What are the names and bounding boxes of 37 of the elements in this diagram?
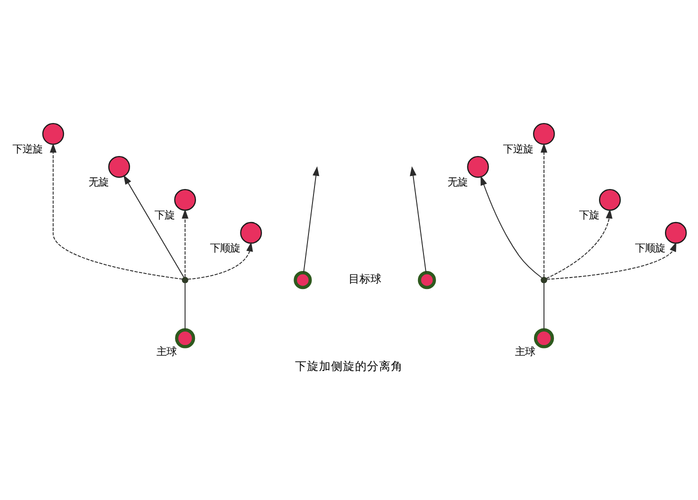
node-label: 下顺旋 — [635, 242, 665, 254]
node-label: 无旋 — [447, 176, 468, 189]
label: 目标球 — [348, 272, 382, 286]
node-circle — [533, 123, 555, 145]
node-circle — [240, 222, 262, 244]
node-circle — [42, 123, 64, 145]
node-label: 下旋 — [579, 210, 600, 222]
node-circle — [294, 271, 312, 290]
node-label: 下旋 — [154, 210, 174, 222]
node-circle — [534, 328, 554, 348]
node-label: 下逆旋 — [503, 144, 534, 156]
arrow — [480, 176, 542, 278]
arrow — [50, 143, 183, 280]
node-label: 下逆旋 — [12, 144, 42, 156]
node-circle — [182, 276, 188, 284]
node-circle — [108, 156, 130, 178]
node-label: 无旋 — [88, 176, 108, 189]
caption: 下旋加侧旋的分离角 — [295, 359, 403, 374]
node-label: 下顺旋 — [210, 242, 240, 254]
arrow — [546, 242, 676, 280]
arrow — [410, 166, 426, 274]
node-circle — [418, 271, 436, 290]
arrow — [187, 242, 253, 280]
node-label: 主球 — [515, 346, 536, 358]
node-circle — [174, 188, 196, 211]
arrow — [540, 143, 548, 278]
arrow — [123, 174, 184, 278]
node-circle — [664, 222, 687, 244]
node-label: 主球 — [156, 346, 176, 358]
arrow — [303, 166, 320, 274]
node-circle — [175, 328, 196, 348]
arrow — [182, 209, 188, 278]
arrow — [546, 208, 612, 279]
node-circle — [598, 188, 621, 211]
node-circle — [467, 156, 489, 178]
node-circle — [540, 276, 548, 284]
connector — [184, 282, 186, 330]
